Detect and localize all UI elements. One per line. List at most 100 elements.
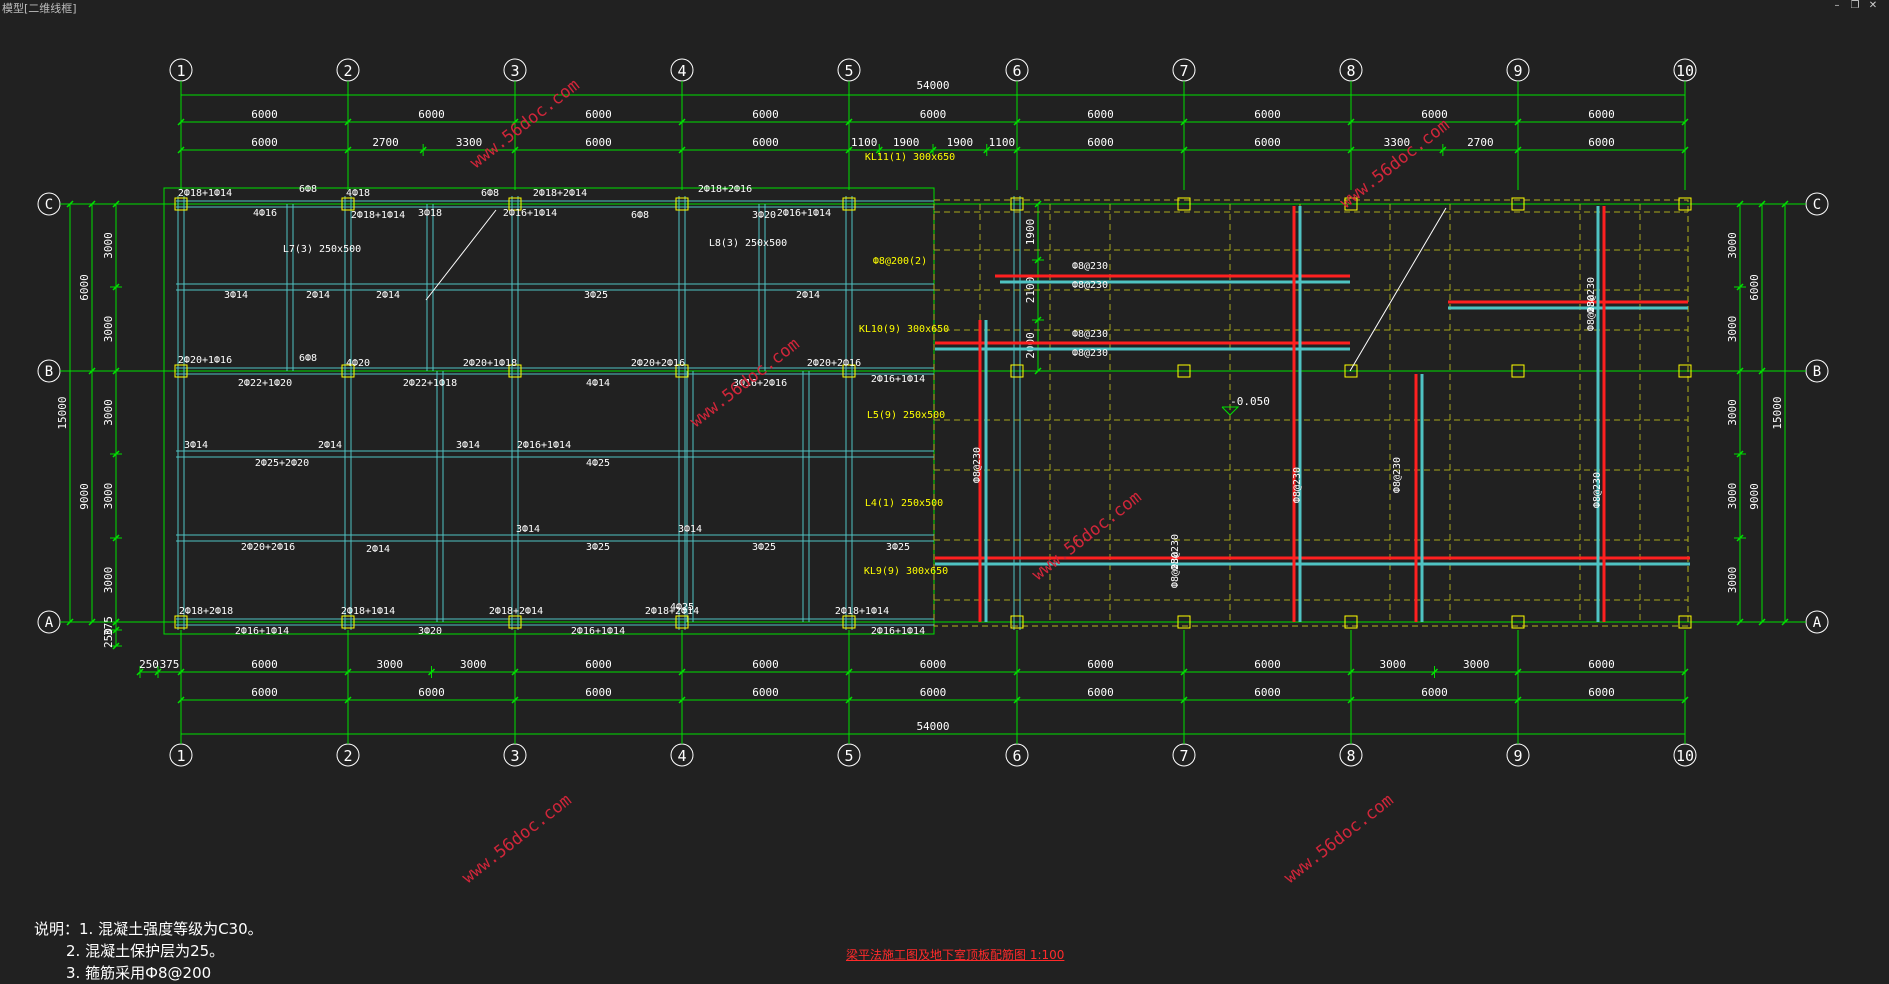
dim-slash — [1013, 146, 1021, 154]
note-line: 3. 箍筋采用Ф8@200 — [66, 964, 212, 982]
dimension-label: 6000 — [1087, 108, 1114, 121]
dimension-label: 3300 — [1384, 136, 1411, 149]
dim-slash — [511, 668, 519, 676]
column — [1344, 615, 1358, 629]
dimension-label: 6000 — [1087, 136, 1114, 149]
dim-slash — [88, 200, 96, 208]
dim-slash — [1736, 450, 1744, 458]
dimension-label: 1100 — [989, 136, 1016, 149]
dimension-label: 375 — [102, 616, 115, 636]
dim-slash — [88, 367, 96, 375]
column — [341, 197, 355, 211]
dim-slash — [177, 668, 185, 676]
dim-slash — [1514, 668, 1522, 676]
dim-slash — [1013, 118, 1021, 126]
overall-dimension-bottom: 54000 — [916, 720, 949, 733]
close-icon[interactable]: ✕ — [1868, 0, 1878, 11]
rebar-label: 2Ф14 — [318, 440, 342, 451]
dimension-label: 3000 — [1726, 483, 1739, 510]
dim-slash — [154, 668, 162, 676]
dimension-label: 3300 — [456, 136, 483, 149]
viewport-title[interactable]: 模型[二维线框] — [2, 2, 77, 15]
dimension-label: 6000 — [752, 136, 779, 149]
column — [1010, 197, 1024, 211]
dimension-label: 3000 — [102, 483, 115, 510]
rebar-label: 2Ф16+1Ф14 — [235, 626, 289, 637]
rebar-label: Ф8@230 — [1072, 261, 1108, 272]
dim-slash — [1347, 696, 1355, 704]
dim-slash — [1681, 668, 1689, 676]
rebar-label: 6Ф8 — [299, 184, 317, 195]
dim-slash — [344, 118, 352, 126]
grid-column-label: 4 — [677, 62, 686, 80]
dim-slash — [1736, 534, 1744, 542]
rebar-label: 2Ф16+1Ф14 — [517, 440, 571, 451]
rebar-label: 2Ф16+1Ф14 — [871, 374, 925, 385]
dim-slash — [1034, 316, 1042, 324]
dim-slash — [1736, 367, 1744, 375]
dim-slash — [1013, 696, 1021, 704]
rebar-label: 3Ф20 — [752, 210, 776, 221]
dimension-label: 6000 — [1748, 274, 1761, 301]
rebar-label: 2Ф16+1Ф14 — [571, 626, 625, 637]
dimension-label: 6000 — [920, 658, 947, 671]
rebar-label: 6Ф8 — [631, 210, 649, 221]
rebar-label: Ф8@230 — [1292, 467, 1303, 503]
grid-column-label: 10 — [1676, 747, 1694, 765]
rebar-label: 2Ф18+1Ф14 — [178, 188, 232, 199]
grid-column-label: 9 — [1513, 62, 1522, 80]
rebar-label: 2Ф18+2Ф16 — [698, 184, 752, 195]
rebar-label: 3Ф14 — [456, 440, 480, 451]
grid-column-label: 3 — [510, 747, 519, 765]
restore-icon[interactable]: ❐ — [1850, 0, 1860, 11]
dimension-label: 6000 — [251, 136, 278, 149]
dim-slash — [344, 668, 352, 676]
dim-slash — [1758, 618, 1766, 626]
rebar-label: 2Ф18+2Ф14 — [645, 606, 699, 617]
minimize-icon[interactable]: – — [1834, 0, 1840, 11]
dim-slash — [845, 696, 853, 704]
rebar-label: 4Ф20 — [346, 358, 370, 369]
rebar-label: Ф8@230 — [972, 447, 983, 483]
dimension-label: 1100 — [851, 136, 878, 149]
dimension-label: 3000 — [1726, 316, 1739, 343]
dimension-label: 6000 — [585, 658, 612, 671]
dim-slash — [1034, 367, 1042, 375]
slab-diagonal-line — [425, 209, 497, 301]
dimension-label: 6000 — [1087, 686, 1114, 699]
grid-column-label: 8 — [1346, 747, 1355, 765]
rebar-label: 3Ф25 — [584, 290, 608, 301]
rebar-label: 2Ф18+2Ф14 — [489, 606, 543, 617]
dim-slash — [1180, 668, 1188, 676]
rebar-label: Ф8@230 — [1586, 295, 1597, 331]
column — [1344, 364, 1358, 378]
dim-slash — [1347, 118, 1355, 126]
dimension-label: 2700 — [372, 136, 399, 149]
rebar-label: 2Ф20+1Ф18 — [463, 358, 517, 369]
dim-slash — [1430, 668, 1439, 676]
rebar-label: Ф8@230 — [1170, 534, 1181, 570]
rebar-label: 3Ф18 — [418, 208, 442, 219]
dim-slash — [1514, 118, 1522, 126]
building-outline-left — [163, 187, 935, 635]
dim-slash — [875, 146, 883, 154]
rebar-label: 2Ф18+1Ф14 — [341, 606, 395, 617]
dimension-label: 2000 — [1024, 332, 1037, 359]
rebar-label: 2Ф16+1Ф14 — [777, 208, 831, 219]
slab-diagonal-line — [1349, 207, 1447, 372]
dimension-label: 1900 — [893, 136, 920, 149]
dimension-label: 3000 — [1463, 658, 1490, 671]
dimension-label: 3000 — [377, 658, 404, 671]
column — [1678, 197, 1692, 211]
dim-slash — [1347, 146, 1355, 154]
rebar-label: KL9(9) 300x650 — [864, 566, 948, 577]
rebar-label: Ф8@200(2) — [873, 256, 927, 267]
rebar-label: 3Ф25 — [886, 542, 910, 553]
rebar-label: L7(3) 250x500 — [283, 244, 361, 255]
grid-column-label: 4 — [677, 747, 686, 765]
rebar-label: Ф8@230 — [1392, 457, 1403, 493]
grid-column-label: 3 — [510, 62, 519, 80]
column — [1010, 615, 1024, 629]
dimension-label: 6000 — [920, 686, 947, 699]
